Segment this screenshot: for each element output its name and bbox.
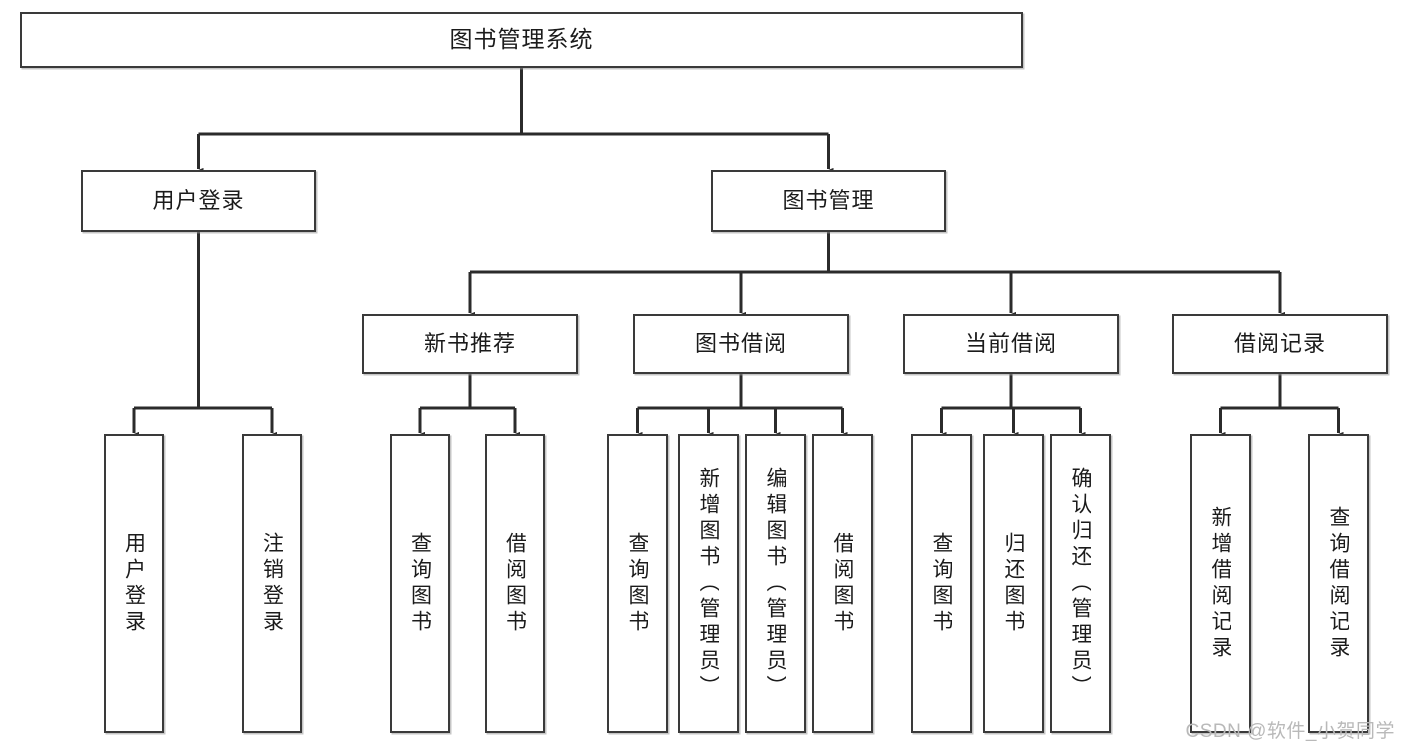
node-label: 归还图书 [1003,531,1024,636]
node-leaf-query-book-recommend[interactable]: 查询图书 [390,434,450,733]
node-label: 查询图书 [409,531,431,636]
node-label: 注销登录 [261,531,283,636]
node-leaf-borrow-book-recommend[interactable]: 借阅图书 [485,434,545,733]
node-root[interactable]: 图书管理系统 [20,12,1023,68]
csdn-watermark: CSDN @软件_小贺同学 [1185,721,1395,742]
node-user-login[interactable]: 用户登录 [81,170,316,232]
node-leaf-borrow-book[interactable]: 借阅图书 [812,434,873,733]
node-leaf-add-book-admin[interactable]: 新增图书（管理员） [678,434,739,733]
node-label: 图书管理系统 [449,26,594,53]
node-borrow-records[interactable]: 借阅记录 [1172,314,1388,374]
node-leaf-query-borrow-record[interactable]: 查询借阅记录 [1308,434,1369,733]
node-leaf-user-logout[interactable]: 注销登录 [242,434,302,733]
node-label: 编辑图书（管理员） [765,466,786,701]
node-label: 用户登录 [152,187,245,213]
node-leaf-query-book-current[interactable]: 查询图书 [911,434,972,733]
node-label: 新增图书（管理员） [698,466,719,701]
node-book-borrow[interactable]: 图书借阅 [633,314,849,374]
node-label: 图书管理 [782,187,875,213]
node-label: 图书借阅 [694,330,787,356]
node-label: 借阅图书 [504,531,526,636]
node-current-borrow[interactable]: 当前借阅 [903,314,1119,374]
node-new-book-recommend[interactable]: 新书推荐 [362,314,578,374]
node-book-manage[interactable]: 图书管理 [711,170,946,232]
node-label: 查询图书 [931,531,952,636]
node-label: 新书推荐 [423,330,516,356]
node-leaf-edit-book-admin[interactable]: 编辑图书（管理员） [745,434,806,733]
node-leaf-confirm-return-admin[interactable]: 确认归还（管理员） [1050,434,1111,733]
node-label: 借阅图书 [832,531,853,636]
node-leaf-add-borrow-record[interactable]: 新增借阅记录 [1190,434,1251,733]
node-label: 查询图书 [627,531,648,636]
node-label: 借阅记录 [1233,330,1326,356]
node-label: 查询借阅记录 [1328,505,1349,662]
node-label: 确认归还（管理员） [1070,466,1091,701]
node-leaf-return-book[interactable]: 归还图书 [983,434,1044,733]
node-label: 新增借阅记录 [1210,505,1231,662]
node-leaf-user-login[interactable]: 用户登录 [104,434,164,733]
node-label: 当前借阅 [964,330,1057,356]
node-label: 用户登录 [123,531,145,636]
node-leaf-query-book-borrow[interactable]: 查询图书 [607,434,668,733]
